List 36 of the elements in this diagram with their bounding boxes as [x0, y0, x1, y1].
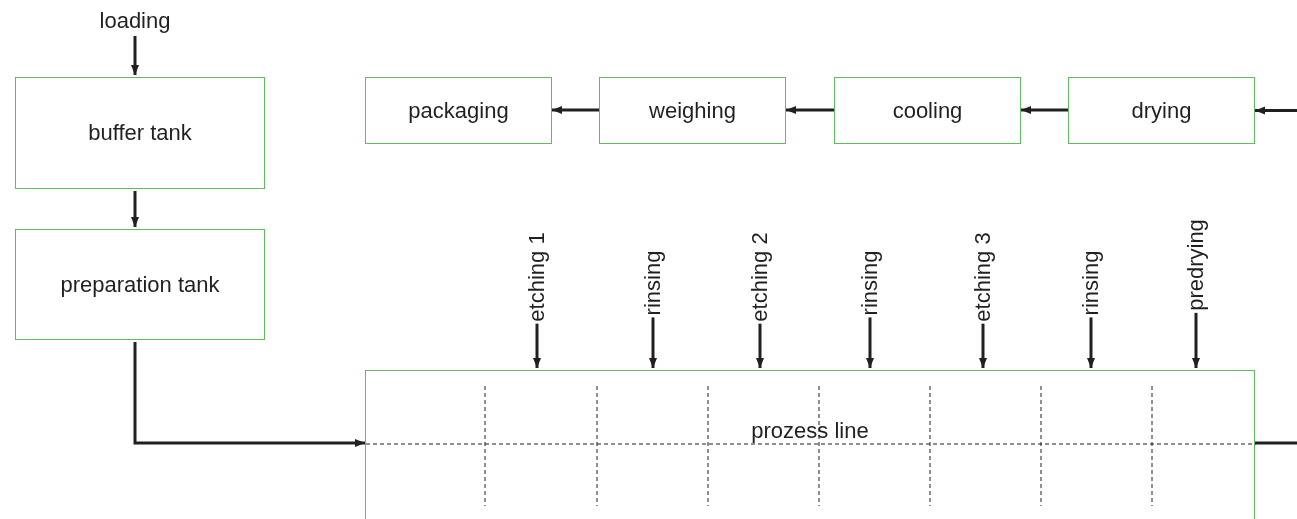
step-label: etching 1 — [524, 232, 550, 322]
process-box — [1068, 77, 1255, 144]
arrow — [1255, 106, 1297, 115]
arrow — [1021, 106, 1068, 114]
arrow — [1192, 312, 1200, 368]
arrow — [649, 317, 657, 368]
step-label: rinsing — [1078, 250, 1104, 316]
connector-line — [1255, 441, 1297, 445]
arrow — [131, 36, 139, 75]
arrow — [1087, 317, 1095, 368]
step-label: etching 3 — [970, 232, 996, 322]
box-label: drying — [1131, 97, 1192, 124]
arrow — [552, 106, 599, 114]
arrow — [533, 323, 541, 368]
box-label: packaging — [408, 97, 509, 124]
step-label: rinsing — [640, 250, 666, 316]
box-label: preparation tank — [60, 271, 220, 298]
process-box — [365, 77, 552, 144]
process-box — [599, 77, 786, 144]
step-label: rinsing — [857, 250, 883, 316]
box-label: prozess line — [751, 420, 869, 442]
box-label: weighing — [649, 97, 736, 124]
step-label: etching 2 — [747, 232, 773, 322]
process-box — [834, 77, 1021, 144]
arrow — [133, 342, 365, 447]
box-label: buffer tank — [88, 120, 192, 146]
step-label: predrying — [1183, 219, 1209, 311]
box-label: cooling — [892, 97, 963, 124]
arrow — [979, 323, 987, 368]
arrow — [756, 323, 764, 368]
arrow — [786, 106, 834, 114]
arrow — [131, 191, 139, 227]
process-box — [15, 229, 265, 340]
input-label: loading — [99, 8, 171, 34]
process-box — [15, 77, 265, 189]
arrow — [866, 317, 874, 368]
